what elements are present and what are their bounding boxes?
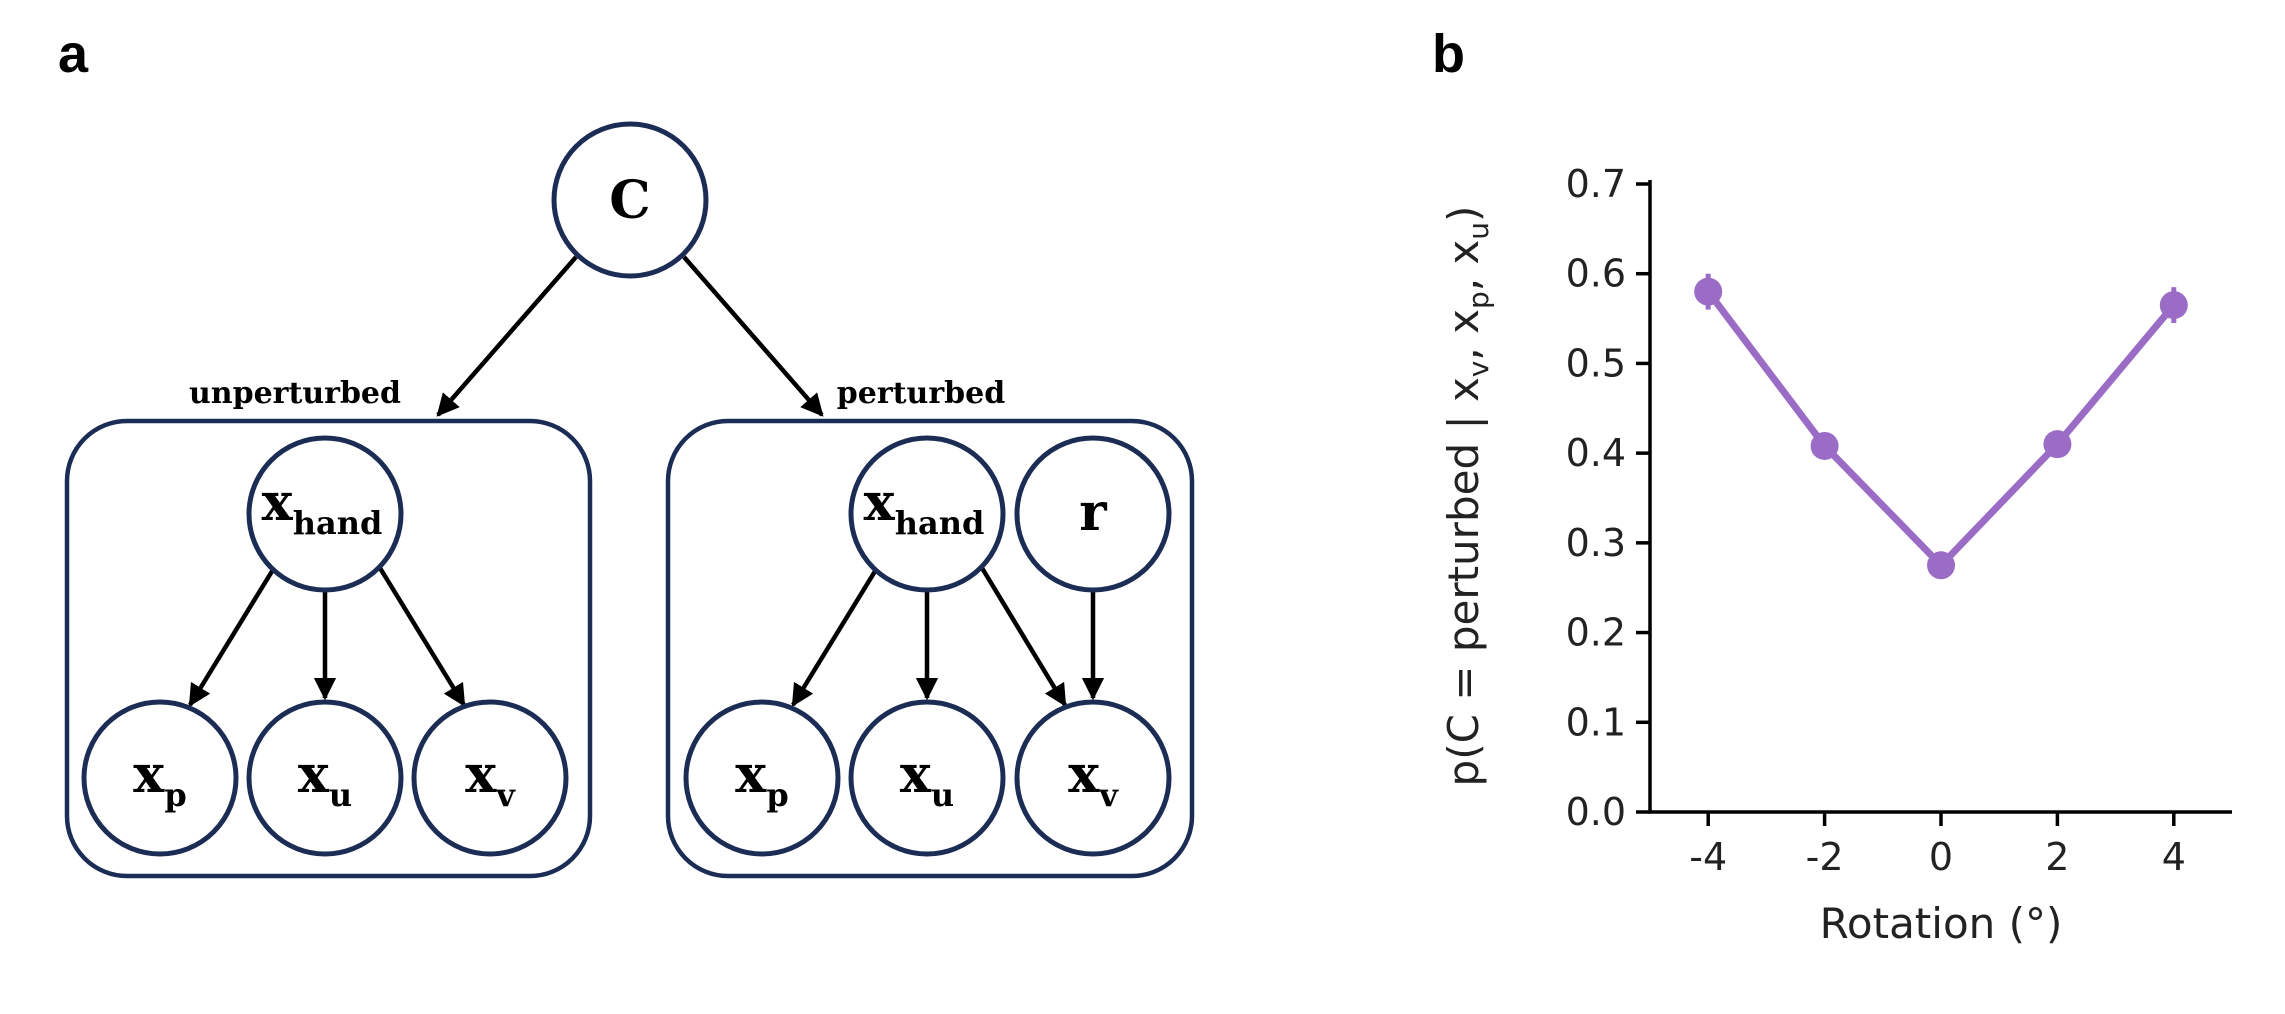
panel-label-a: a bbox=[58, 24, 89, 84]
node-xhand-perturbed: xhand bbox=[848, 435, 1006, 593]
x-tick-label: -4 bbox=[1689, 835, 1727, 879]
svg-text:xv: xv bbox=[465, 744, 516, 814]
plate-label-perturbed: perturbed bbox=[837, 376, 1005, 411]
x-tick-label: -2 bbox=[1806, 835, 1844, 879]
y-tick-label: 0.5 bbox=[1566, 341, 1626, 385]
svg-text:r: r bbox=[1079, 482, 1107, 543]
node-c-label: C bbox=[609, 170, 650, 231]
svg-text:xp: xp bbox=[735, 744, 788, 814]
plate-unperturbed bbox=[64, 418, 593, 879]
node-xu-perturbed: xu bbox=[848, 699, 1006, 857]
data-point bbox=[1927, 551, 1955, 580]
edge-hand-to-xv-right bbox=[980, 566, 1067, 707]
y-ticks: 0.0 0.1 0.2 0.3 0.4 0.5 0.6 0.7 bbox=[1566, 162, 1650, 834]
y-tick-label: 0.0 bbox=[1566, 790, 1626, 834]
node-c: C bbox=[551, 121, 709, 279]
node-xu-unperturbed: xu bbox=[246, 699, 404, 857]
data-point bbox=[1694, 277, 1723, 306]
data-point bbox=[2043, 430, 2072, 459]
panel-label-b: b bbox=[1432, 24, 1465, 84]
y-axis-title: p(C = perturbed | xv, xp, xu) bbox=[1439, 206, 1495, 787]
series-group bbox=[1694, 273, 2188, 580]
y-tick-label: 0.1 bbox=[1566, 700, 1626, 744]
edge-hand-to-xv-left bbox=[378, 566, 466, 707]
x-tick-label: 4 bbox=[2162, 835, 2186, 879]
data-point bbox=[1810, 431, 1839, 460]
x-tick-label: 2 bbox=[2045, 835, 2069, 879]
panel-b: b 0.0 0.1 0.2 0.3 0.4 0.5 0.6 0.7 -4 -2 0 2 4 Rotat… bbox=[1432, 24, 2232, 948]
x-axis-title: Rotation (°) bbox=[1820, 899, 2063, 948]
panel-a: a unperturbed perturbed C xhand xp bbox=[58, 24, 1195, 879]
edge-c-to-perturbed bbox=[682, 255, 824, 417]
svg-text:xu: xu bbox=[900, 744, 954, 814]
x-ticks: -4 -2 0 2 4 bbox=[1689, 812, 2186, 879]
plate-label-unperturbed: unperturbed bbox=[189, 376, 401, 411]
y-tick-label: 0.6 bbox=[1566, 252, 1626, 296]
node-xp-unperturbed: xp bbox=[81, 699, 239, 857]
node-xv-perturbed: xv bbox=[1014, 699, 1172, 857]
edge-c-to-unperturbed bbox=[436, 255, 578, 417]
plate-perturbed bbox=[665, 418, 1195, 879]
node-xv-unperturbed: xv bbox=[411, 699, 569, 857]
svg-text:xv: xv bbox=[1068, 744, 1119, 814]
node-xp-perturbed: xp bbox=[683, 699, 841, 857]
series-line bbox=[1705, 289, 2177, 569]
y-tick-label: 0.2 bbox=[1566, 611, 1626, 655]
data-point bbox=[2159, 291, 2188, 320]
svg-text:xhand: xhand bbox=[262, 472, 383, 542]
y-tick-label: 0.3 bbox=[1566, 521, 1626, 565]
edge-hand-to-xp-left bbox=[188, 566, 276, 707]
svg-text:xhand: xhand bbox=[864, 472, 985, 542]
node-xhand-unperturbed: xhand bbox=[246, 435, 404, 593]
node-r-perturbed: r bbox=[1014, 435, 1172, 593]
x-tick-label: 0 bbox=[1929, 835, 1953, 879]
edge-hand-to-xp-right bbox=[791, 566, 879, 707]
svg-text:xp: xp bbox=[133, 744, 186, 814]
y-tick-label: 0.4 bbox=[1566, 431, 1626, 475]
svg-text:xu: xu bbox=[298, 744, 352, 814]
y-tick-label: 0.7 bbox=[1566, 162, 1626, 206]
